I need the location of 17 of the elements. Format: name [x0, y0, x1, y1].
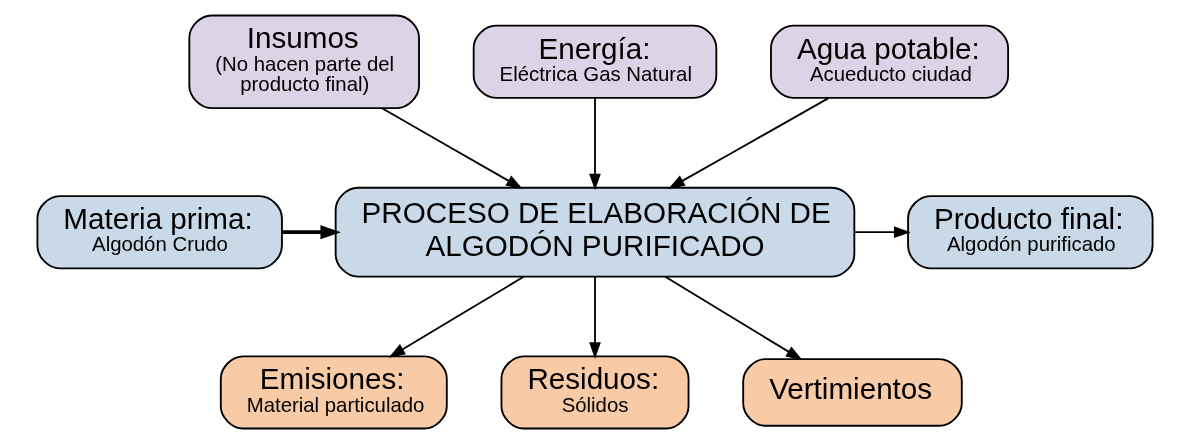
arrow: [388, 275, 525, 358]
arrow: [380, 107, 523, 189]
node-box: Vertimientos: [741, 358, 963, 427]
node-box: Energía: Eléctrica Gas Natural: [472, 24, 717, 99]
node-box: Materia prima: Algodón Crudo: [36, 195, 283, 270]
arrow: [588, 97, 601, 191]
arrow: [663, 275, 803, 361]
node-box: Insumos (No hacen parte del producto final): [187, 14, 420, 109]
node-box: Agua potable: Acueducto ciudad: [769, 24, 1009, 99]
node-box: PROCESO DE ELABORACIÓN DE ALGODÓN PURIFICADO: [334, 186, 855, 278]
arrow: [667, 97, 829, 189]
node-box: Emisiones: Material particulado: [219, 355, 448, 430]
arrow: [281, 225, 341, 240]
node-box: Producto final: Algodón purificado: [906, 195, 1153, 270]
arrow: [588, 275, 601, 360]
arrow: [853, 226, 911, 239]
node-box: Residuos: Sólidos: [500, 355, 689, 430]
